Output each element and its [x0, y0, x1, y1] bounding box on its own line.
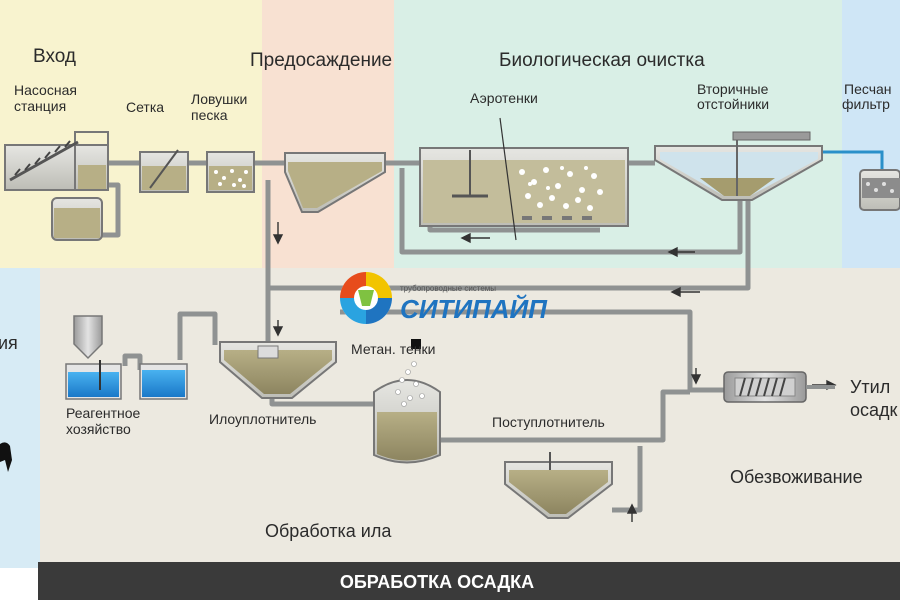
label-aerotanks: Аэротенки [470, 90, 538, 106]
primary-settler [284, 152, 386, 213]
footer-bar [38, 562, 900, 600]
footer-title: ОБРАБОТКА ОСАДКА [340, 572, 534, 592]
pre-settling-zone [262, 0, 394, 268]
secondary-clarifier [654, 131, 823, 201]
label-secondary-clarifiers-2: отстойники [697, 96, 769, 112]
company-logo [340, 272, 392, 324]
label-sand-trap-1: Ловушки [191, 91, 247, 107]
filter-zone [842, 0, 900, 268]
flow-arrows [272, 222, 837, 522]
label-methane-tanks: Метан. тенки [351, 341, 435, 357]
methane-tank [373, 339, 441, 464]
label-reagent-1: Реагентное [66, 405, 141, 421]
label-disposal-1: Утил [850, 377, 890, 397]
animal-silhouette [0, 442, 12, 472]
zone-label-dewatering: Обезвоживание [730, 467, 863, 487]
label-disposal-2: осадк [850, 400, 898, 420]
sludge-thickener [219, 341, 337, 399]
label-sand-filters-2: фильтр [842, 96, 890, 112]
water-pipes [100, 160, 751, 513]
zone-label-sludge-treatment: Обработка ила [265, 521, 392, 541]
pump-tank [51, 197, 103, 241]
pump-station [4, 131, 109, 191]
sand-trap [206, 151, 255, 193]
label-sand-filters-1: Песчан [844, 81, 892, 97]
logo-brand: СИТИПАЙП [400, 294, 548, 324]
sand-filter [859, 169, 900, 211]
dewatering-press [723, 371, 835, 403]
label-sand-trap-2: песка [191, 107, 228, 123]
zone-label-left-fragment: ия [0, 333, 18, 353]
inlet-zone [0, 0, 262, 268]
screen-unit [139, 149, 189, 193]
aeration-bubbles [519, 166, 603, 211]
label-secondary-clarifiers-1: Вторичные [697, 81, 769, 97]
zone-label-inlet: Вход [33, 46, 76, 67]
left-side-zone [0, 268, 40, 568]
label-sludge-thickener: Илоуплотнитель [209, 411, 316, 427]
label-reagent-2: хозяйство [66, 421, 131, 437]
label-pump-station-2: станция [14, 98, 66, 114]
filter-pipe [822, 150, 884, 170]
zone-label-pre-settling: Предосаждение [250, 50, 392, 71]
label-post-thickener: Поступлотнитель [492, 414, 605, 430]
zone-label-bio-treatment: Биологическая очистка [499, 50, 705, 71]
sludge-zone [40, 268, 900, 564]
aerotank [419, 117, 629, 241]
label-pump-station-1: Насосная [14, 82, 77, 98]
logo-tagline: трубопроводные системы [400, 284, 496, 293]
label-screen: Сетка [126, 99, 164, 115]
post-thickener [504, 452, 613, 519]
reagent-facility [65, 315, 188, 400]
